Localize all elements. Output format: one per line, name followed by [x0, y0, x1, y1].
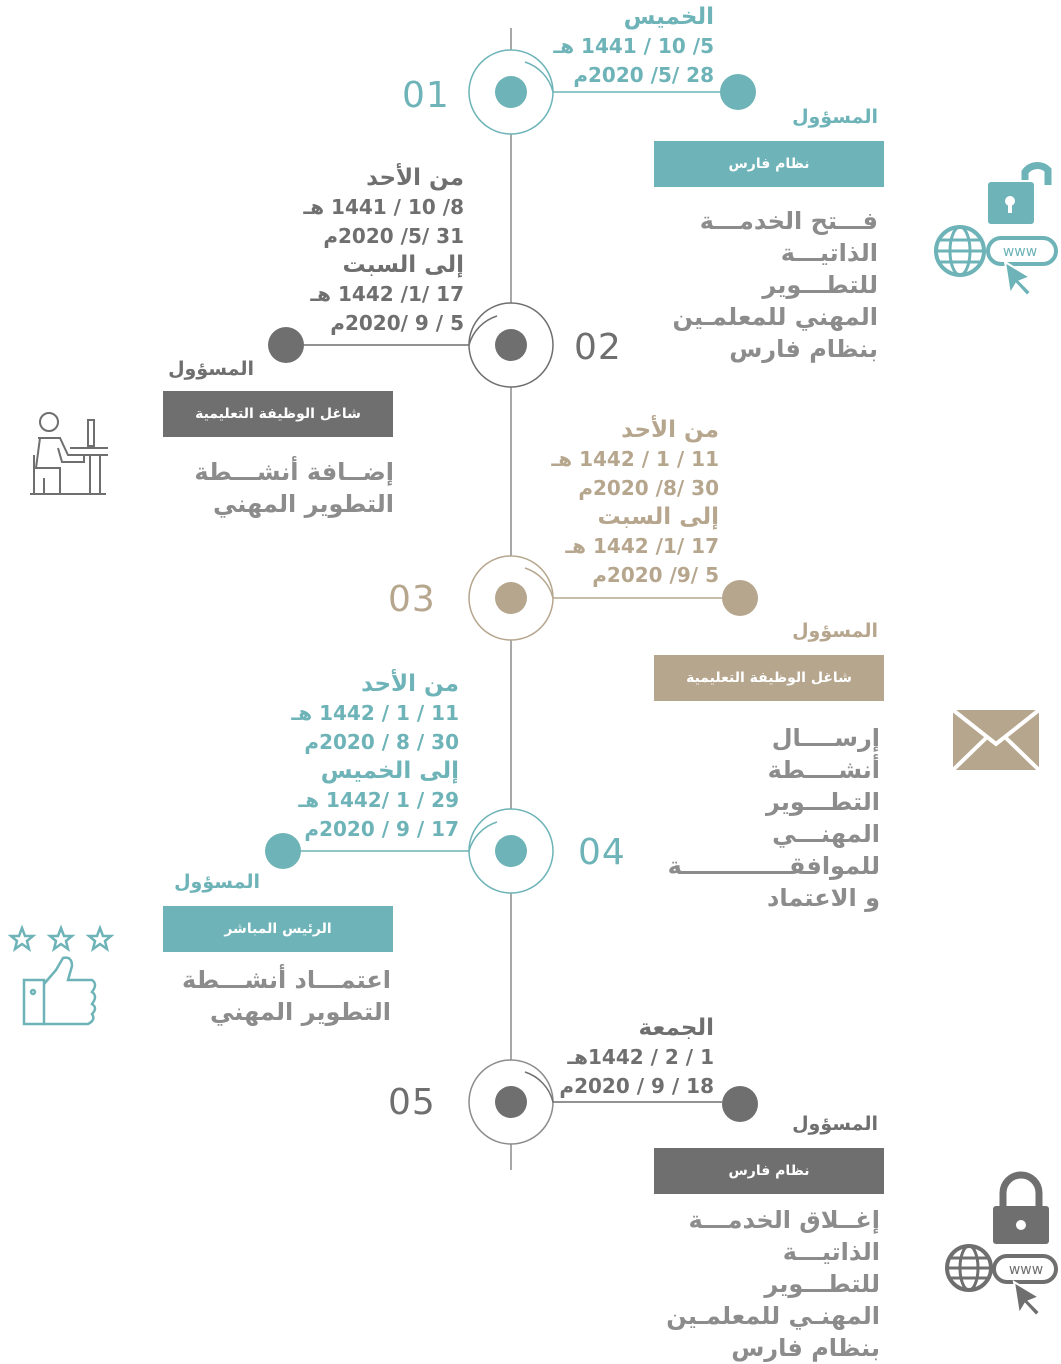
responsible-box: الرئيس المباشر — [163, 906, 393, 952]
date-gregorian: 30 / 8 / 2020م — [304, 730, 459, 754]
step-number-03: 03 — [388, 579, 436, 620]
date-hijri: 1 / 2 / 1442هـ — [567, 1045, 714, 1069]
date-gregorian: 31 /5/ 2020م — [323, 224, 464, 248]
date-to-label: إلى السبت — [342, 252, 464, 278]
date-from-label: من الأحد — [621, 417, 719, 443]
step-2-dates: من الأحد 8/ 10 / 1441 هـ 31 /5/ 2020م إل… — [303, 164, 464, 338]
www-label: www — [1003, 244, 1037, 260]
step-description: إرســــال أنشــــطة التطـــوير المهنـــي… — [667, 724, 880, 912]
date-gregorian: 17 / 9 / 2020م — [304, 817, 459, 841]
date-from-label: من الأحد — [366, 165, 464, 191]
step-description: فـــتح الخدمـــة الذاتيـــة للتطـــوير ا… — [672, 207, 878, 363]
date-from-label: من الأحد — [361, 671, 459, 697]
person-at-computer-icon — [30, 412, 108, 495]
date-hijri: 17 /1/ 1442 هـ — [565, 534, 719, 558]
step-5-dates: الجمعة 1 / 2 / 1442هـ 18 / 9 / 2020م — [559, 1014, 714, 1101]
unlocked-padlock-globe-icon — [934, 162, 1058, 298]
responsible-label: المسؤول — [792, 620, 878, 642]
step-1-dates: الخميس 5/ 10 / 1441 هـ 28 /5/ 2020م — [553, 3, 714, 90]
date-hijri: 17 /1/ 1442 هـ — [310, 282, 464, 306]
responsible-label: المسؤول — [792, 1113, 878, 1135]
responsible-box: نظام فارس — [654, 141, 884, 187]
date-gregorian: 30 /8/ 2020م — [578, 476, 719, 500]
step-number-04: 04 — [578, 832, 626, 873]
step-2-node — [268, 302, 554, 388]
responsible-box: نظام فارس — [654, 1148, 884, 1194]
responsible-label: المسؤول — [792, 106, 878, 128]
step-3-dates: من الأحد 11 / 1 / 1442 هـ 30 /8/ 2020م إ… — [551, 416, 719, 590]
date-gregorian: 28 /5/ 2020م — [573, 63, 714, 87]
date-gregorian: 18 / 9 / 2020م — [559, 1074, 714, 1098]
responsible-box: شاغل الوظيفة التعليمية — [163, 391, 393, 437]
step-number-05: 05 — [388, 1082, 436, 1123]
responsible-label: المسؤول — [174, 871, 260, 893]
step-description: إضــافة أنشـــطة التطوير المهني — [194, 458, 394, 518]
step-number-02: 02 — [574, 327, 622, 368]
step-3-node — [468, 555, 758, 641]
date-day: الخميس — [623, 4, 714, 30]
date-hijri: 29 / 1 /1442 هـ — [298, 788, 459, 812]
date-gregorian: 5 / 9 /2020م — [330, 311, 464, 335]
step-5-node — [468, 1059, 758, 1145]
timeline-graphics: www www — [7, 28, 1058, 1318]
step-4-dates: من الأحد 11 / 1 / 1442 هـ 30 / 8 / 2020م… — [291, 670, 459, 844]
responsible-label: المسؤول — [168, 358, 254, 380]
date-hijri: 11 / 1 / 1442 هـ — [551, 447, 719, 471]
responsible-box: شاغل الوظيفة التعليمية — [654, 655, 884, 701]
step-description: إغــلاق الخدمـــة الذاتيـــة للتطـــوير … — [666, 1206, 880, 1362]
date-gregorian: 5 /9/ 2020م — [592, 563, 719, 587]
date-to-label: إلى الخميس — [320, 758, 459, 784]
step-1-node — [468, 49, 756, 135]
step-number-01: 01 — [402, 75, 450, 116]
date-to-label: إلى السبت — [597, 504, 719, 530]
step-description: اعتمـــاد أنشـــطة التطوير المهني — [181, 966, 391, 1026]
locked-padlock-globe-icon — [945, 1171, 1058, 1318]
date-hijri: 8/ 10 / 1441 هـ — [303, 195, 464, 219]
envelope-icon — [951, 708, 1041, 772]
step-4-node — [265, 808, 554, 894]
date-hijri: 5/ 10 / 1441 هـ — [553, 34, 714, 58]
thumbs-up-stars-icon — [7, 924, 115, 1026]
date-hijri: 11 / 1 / 1442 هـ — [291, 701, 459, 725]
www-label: www — [1009, 1262, 1043, 1278]
date-day: الجمعة — [638, 1015, 714, 1041]
